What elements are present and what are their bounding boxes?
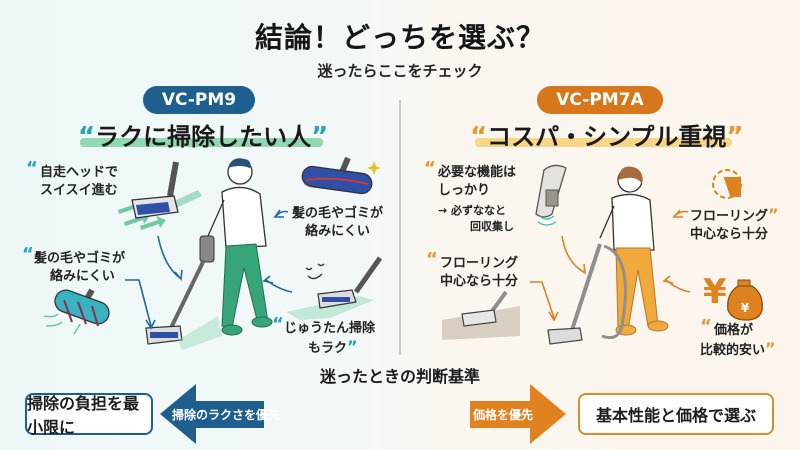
callout-line: スイスイ進む bbox=[40, 183, 118, 198]
vacuum-head-self-propelled-icon bbox=[131, 161, 179, 219]
open-quote-icon: “ bbox=[470, 122, 488, 152]
callout-line: 中心なら十分 bbox=[440, 274, 519, 289]
open-quote-icon: “ bbox=[78, 122, 96, 152]
callout-line: じゅうたん掃除 bbox=[284, 321, 376, 336]
callout-flooring-right: フローリング” 中心なら十分 bbox=[690, 206, 779, 244]
gear-floor-head-icon bbox=[712, 169, 742, 199]
callout-line: 絡みにくい bbox=[305, 224, 370, 239]
callout-arrows-icon bbox=[530, 209, 691, 322]
close-quote-icon: ” bbox=[726, 122, 744, 152]
callout-flooring-left: “ フローリング 中心なら十分 bbox=[426, 249, 519, 291]
right-headline-text: コスパ・シンプル重視 bbox=[487, 123, 727, 151]
callout-line: 価格が bbox=[714, 323, 754, 338]
model-badge-vc-pm9: VC-PM9 bbox=[143, 86, 255, 114]
brush-roll-icon bbox=[301, 156, 381, 195]
callout-arrows-icon bbox=[125, 209, 293, 330]
callout-essential-features: “ 必要な機能は しっかり → 必ずななと 回収集し bbox=[424, 158, 517, 235]
quote-icon: “ bbox=[426, 249, 438, 270]
headline-highlight bbox=[475, 138, 732, 147]
left-illustration bbox=[43, 156, 383, 350]
left-headline-text: ラクに掃除したい人 bbox=[95, 123, 312, 151]
callout-line: 髪の毛やゴミが bbox=[292, 206, 384, 221]
sparkle-icon bbox=[367, 161, 381, 175]
carpet-with-head-icon bbox=[286, 256, 383, 320]
panel-divider bbox=[399, 100, 401, 355]
page-title: 結論！どっちを選ぶ？ bbox=[254, 21, 545, 54]
callout-line: 髪の毛やゴミが bbox=[34, 251, 126, 266]
money-bag-icon: ¥ bbox=[727, 279, 763, 321]
callout-carpet: “ じゅうたん掃除 もラク” bbox=[272, 314, 376, 358]
headline-highlight bbox=[80, 138, 323, 147]
callout-line: 中心なら十分 bbox=[690, 227, 769, 242]
callout-line: もラク” bbox=[308, 337, 358, 357]
floor-head-on-wood-icon bbox=[442, 290, 520, 340]
callout-line: 必要な機能は bbox=[438, 165, 517, 180]
model-badge-vc-pm7a: VC-PM7A bbox=[537, 86, 663, 114]
close-quote-icon: ” bbox=[311, 122, 329, 152]
criteria-left-box: 掃除の負担を最小限に bbox=[25, 393, 153, 437]
handheld-vacuum-icon bbox=[535, 164, 567, 226]
quote-icon: “ bbox=[22, 244, 34, 265]
callout-line: 自走ヘッドで bbox=[40, 165, 119, 180]
right-arrow-label: 価格を優先 bbox=[472, 408, 533, 422]
right-headline: “コスパ・シンプル重視” bbox=[470, 117, 743, 152]
woman-icon bbox=[599, 166, 669, 336]
callout-tangle-free-left: “ 髪の毛やゴミが 絡みにくい bbox=[22, 244, 126, 286]
left-arrow-icon bbox=[160, 384, 264, 444]
callout-line: しっかり bbox=[438, 183, 491, 198]
svg-text:¥: ¥ bbox=[741, 301, 750, 315]
stick-vacuum-icon bbox=[145, 235, 222, 350]
left-headline: “ラクに掃除したい人” bbox=[78, 117, 328, 152]
criteria-right-box: 基本性能と価格で選ぶ bbox=[578, 393, 774, 435]
callout-subline: 回収集し bbox=[470, 220, 514, 233]
criteria-title: 迷ったときの判断基準 bbox=[319, 367, 480, 386]
quote-icon: “ bbox=[424, 158, 436, 179]
callout-tangle-free-top: 髪の毛やゴミが 絡みにくい bbox=[292, 205, 383, 241]
quote-icon: “ bbox=[272, 314, 284, 335]
right-arrow-icon bbox=[470, 384, 566, 444]
callout-line: 絡みにくい bbox=[50, 269, 115, 284]
left-arrow-label: 掃除のラクさを優先 bbox=[172, 408, 281, 422]
tangle-free-roll-icon bbox=[43, 288, 110, 335]
callout-line: フローリング” bbox=[690, 205, 779, 225]
yen-icon: ¥ bbox=[703, 272, 727, 312]
callout-line: 比較的安い” bbox=[700, 339, 776, 359]
right-illustration: ¥ bbox=[442, 164, 763, 345]
man-icon bbox=[207, 158, 273, 336]
callout-self-propelled: “ 自走ヘッドで スイスイ進む bbox=[26, 158, 119, 200]
callout-line: フローリング bbox=[440, 256, 519, 271]
stick-vacuum-with-hose-icon bbox=[547, 243, 627, 345]
quote-icon: “ bbox=[700, 316, 712, 337]
page-subtitle: 迷ったらここをチェック bbox=[317, 62, 483, 80]
smiley-face-icon bbox=[305, 263, 325, 280]
quote-icon: “ bbox=[26, 158, 38, 179]
callout-subline: → 必ずななと bbox=[438, 204, 507, 217]
callout-price: “ 価格が 比較的安い” bbox=[700, 316, 776, 360]
